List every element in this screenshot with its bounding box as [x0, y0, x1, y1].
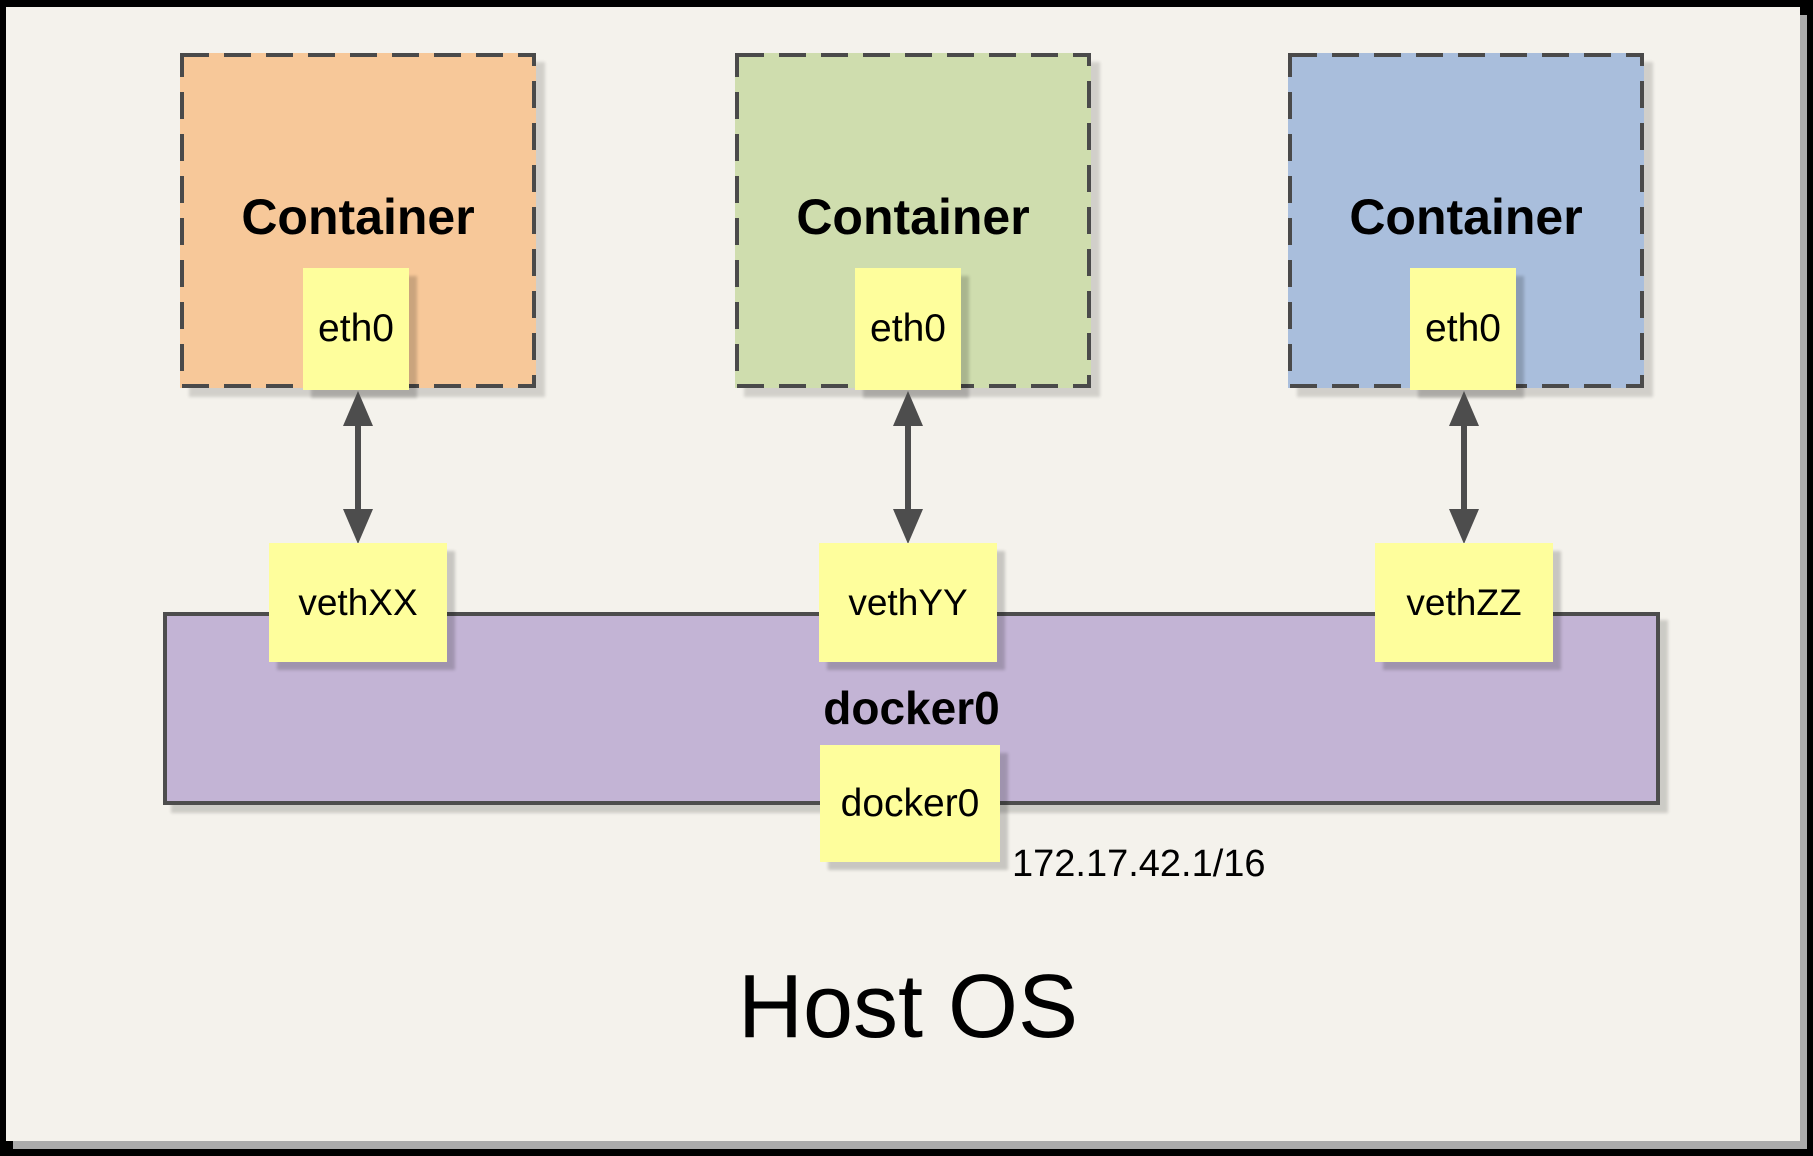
container-label-3: Container — [1349, 189, 1583, 245]
veth-interface-note-2: vethYY — [819, 543, 997, 662]
bridge-ip-label: 172.17.42.1/16 — [1012, 843, 1266, 885]
veth-interface-note-3: vethZZ — [1375, 543, 1553, 662]
host-os-title: Host OS — [737, 957, 1079, 1057]
eth0-interface-note-3: eth0 — [1410, 268, 1516, 390]
eth0-interface-note-2: eth0 — [855, 268, 961, 390]
container-label-1: Container — [241, 189, 475, 245]
diagram-page: Container Container Container eth0 eth0 … — [6, 7, 1800, 1141]
docker0-interface-note: docker0 — [820, 745, 1000, 862]
docker0-bridge-label: docker0 — [823, 682, 1000, 734]
eth0-interface-note-1: eth0 — [303, 268, 409, 390]
veth-interface-note-1: vethXX — [269, 543, 447, 662]
eth0-veth-arrow-1 — [343, 391, 373, 544]
eth0-veth-arrow-3 — [1449, 391, 1479, 544]
container-label-2: Container — [796, 189, 1030, 245]
eth0-veth-arrow-2 — [893, 391, 923, 544]
